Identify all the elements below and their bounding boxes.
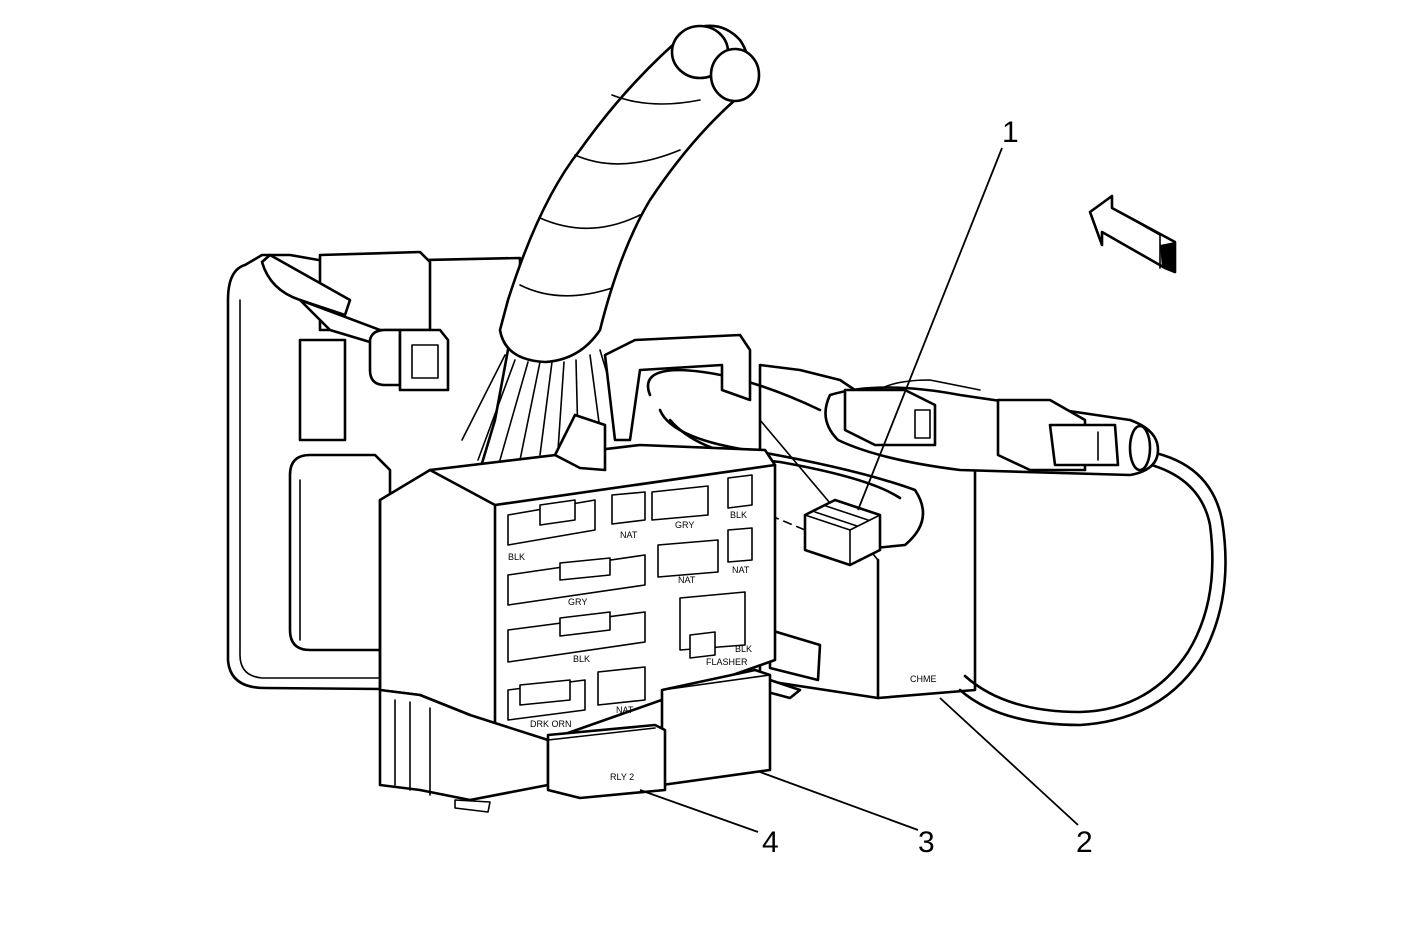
leader-line-1 [857, 147, 1003, 511]
callout-4: 4 [762, 826, 779, 859]
pigtail-cable [646, 368, 1227, 727]
label-blk-mid: BLK [573, 654, 590, 664]
label-nat-bottom: NAT [616, 705, 634, 715]
label-nat-top: NAT [620, 530, 638, 540]
label-blk-top: BLK [508, 552, 525, 562]
label-blk-flasher: BLK [735, 644, 752, 654]
label-gry-mid: GRY [568, 597, 587, 607]
leader-line-4 [639, 789, 759, 833]
label-rly2: RLY 2 [610, 772, 634, 782]
label-nat-mid: NAT [678, 575, 696, 585]
callout-3: 3 [918, 826, 935, 859]
label-nat-right: NAT [732, 565, 750, 575]
direction-arrow-icon [1088, 194, 1177, 274]
label-drk-orn: DRK ORN [530, 719, 572, 729]
callout-2: 2 [1076, 826, 1093, 859]
label-flasher: FLASHER [706, 657, 748, 667]
relay-3 [660, 668, 772, 787]
relay-4 [546, 723, 667, 800]
label-chme: CHME [910, 674, 937, 684]
leader-line-3 [759, 771, 919, 831]
wire-harness [461, 24, 761, 461]
label-blk-right-top: BLK [730, 510, 747, 520]
retaining-clip [260, 253, 450, 392]
fuse-block [378, 333, 777, 813]
callout-1: 1 [1002, 116, 1019, 149]
leader-line-2 [939, 697, 1079, 826]
label-gry-top: GRY [675, 520, 694, 530]
